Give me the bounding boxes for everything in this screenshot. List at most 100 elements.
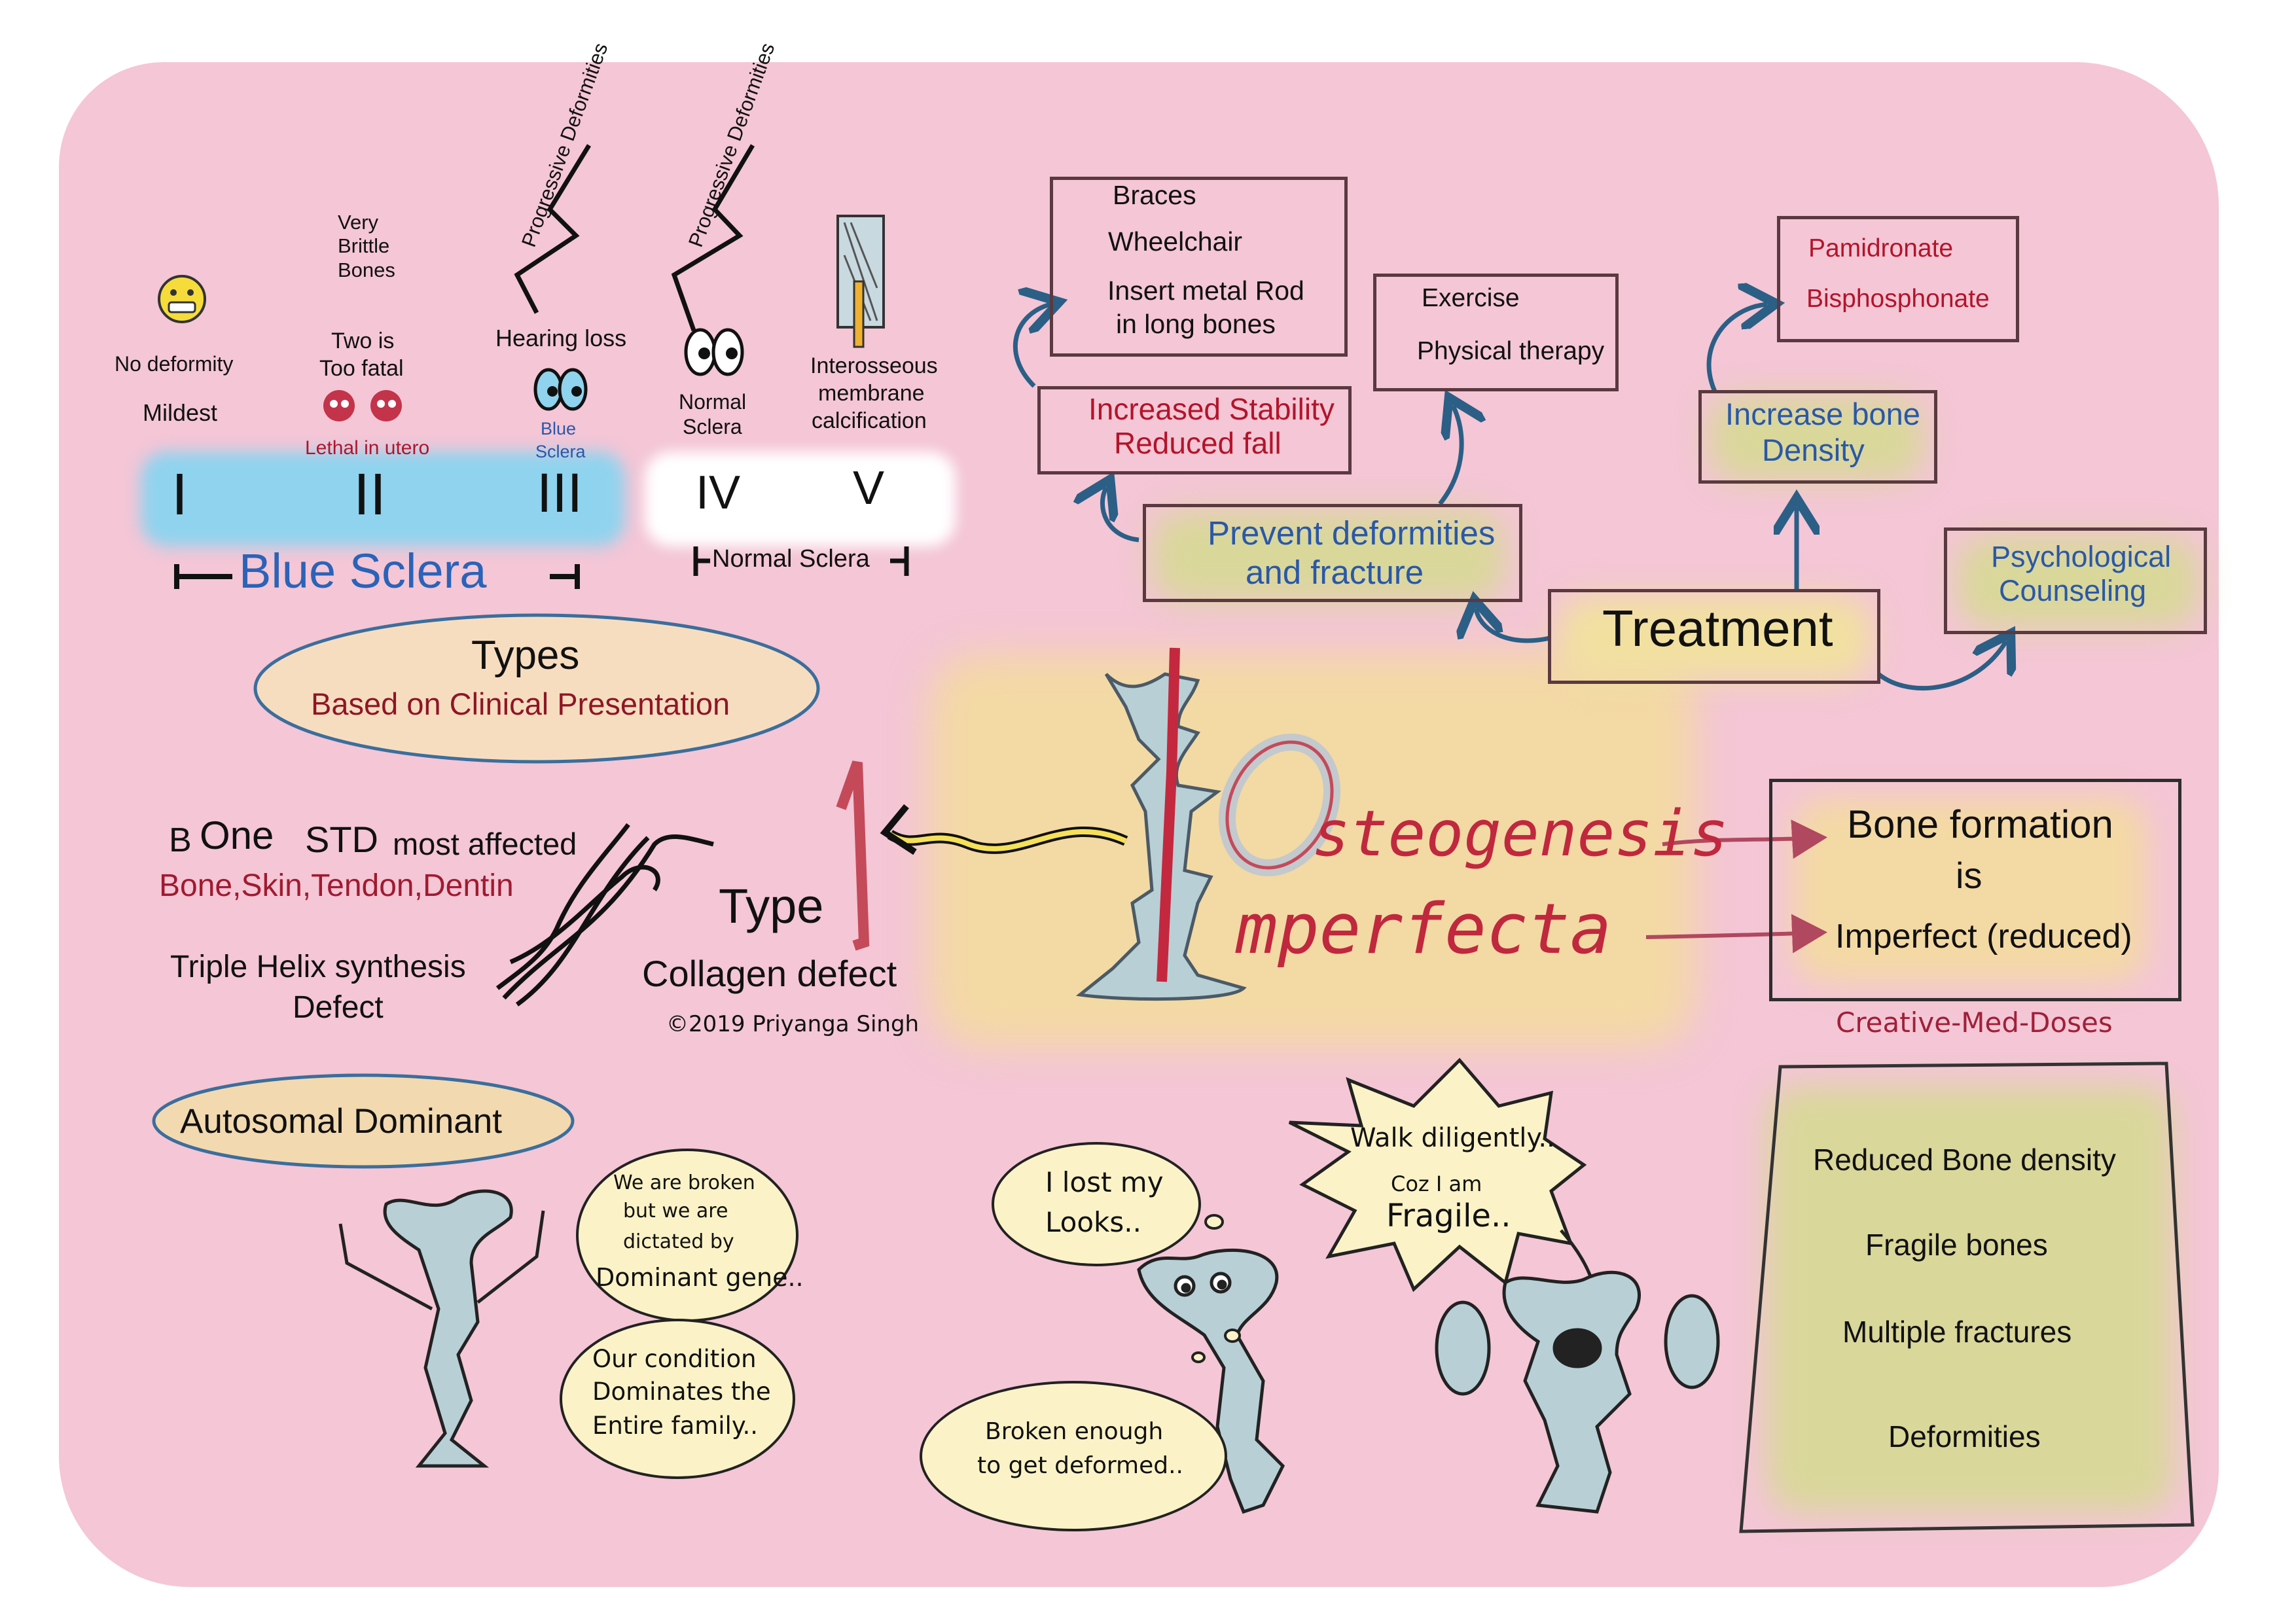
definition-line3: Imperfect (reduced) [1835, 918, 2132, 955]
aids-braces: Braces [1113, 180, 1196, 210]
density-line2: Density [1762, 433, 1865, 467]
type2-bones: Bones [338, 259, 395, 281]
prevent-line2: and fracture [1246, 554, 1424, 591]
thought1-line1: I lost my [1045, 1166, 1164, 1198]
feature-multiple-fractures: Multiple fractures [1842, 1315, 2072, 1349]
treatment-label: Treatment [1602, 599, 1833, 657]
shout-line2: Coz I am [1391, 1171, 1482, 1196]
aids-box [1050, 177, 1348, 357]
blue-sclera-bracket [174, 564, 580, 589]
type2-brittle: Brittle [338, 234, 390, 257]
speech-bubble-condition [560, 1319, 795, 1479]
collagen-type-label: Type [719, 879, 824, 933]
prevent-glow [1152, 510, 1505, 602]
skull-icon [323, 390, 402, 421]
numeral-I: I [171, 462, 188, 527]
collagen-b: B [169, 821, 192, 859]
deformity-zigzag-icon [514, 144, 591, 314]
feature-deformities: Deformities [1888, 1419, 2041, 1454]
shouting-bone-character [1435, 1270, 1720, 1514]
speech-bubble-broken [576, 1149, 798, 1322]
features-trapezoid [1739, 1061, 2195, 1533]
feature-fragile-bones: Fragile bones [1865, 1228, 2048, 1262]
exercise-box [1373, 274, 1619, 391]
autosomal-dominant-label: Autosomal Dominant [180, 1102, 502, 1141]
types-subtitle: Based on Clinical Presentation [311, 687, 730, 721]
triple-helix-icon [495, 823, 714, 1007]
numeral-IV: IV [696, 467, 741, 519]
type3-sclera: Sclera [535, 442, 586, 461]
grinning-face-icon [158, 275, 206, 323]
density-glow [1708, 396, 1924, 481]
type2-very: Very [338, 211, 379, 234]
collagen-tissues: Bone,Skin,Tendon,Dentin [159, 868, 514, 903]
type3-hearing-loss: Hearing loss [495, 325, 627, 351]
thought-dot [1204, 1214, 1224, 1230]
type5-membrane: membrane [818, 381, 925, 406]
thought-dot [1191, 1351, 1206, 1363]
arrow-density-drugs [1706, 304, 1767, 393]
collagen-helix1: Triple Helix synthesis [170, 950, 466, 984]
exercise-label: Exercise [1422, 284, 1520, 312]
bubble1-line4: Dominant gene.. [596, 1263, 804, 1292]
thought-bubble-looks [992, 1142, 1201, 1266]
copyright: ©2019 Priyanga Singh [666, 1011, 920, 1037]
definition-box [1769, 779, 2181, 1001]
type2-too-fatal: Too fatal [319, 356, 404, 381]
type4-sclera: Sclera [683, 415, 742, 438]
title-osteogenesis: steogenesis [1312, 797, 1729, 870]
title-imperfecta: mperfecta [1236, 889, 1612, 969]
psych-glow [1957, 537, 2199, 628]
prevent-line1: Prevent deformities [1208, 514, 1496, 552]
aids-rod: Insert metal Rod [1107, 276, 1304, 306]
aids-wheelchair: Wheelchair [1108, 226, 1243, 257]
density-box [1698, 390, 1937, 484]
white-eyes-icon [684, 328, 744, 376]
arrow-prevent-exercise [1438, 406, 1462, 506]
thought-bubble-deformed [920, 1381, 1227, 1531]
thought2-line1: Broken enough [985, 1418, 1164, 1445]
type5-calcification: calcification [812, 408, 927, 433]
definition-line1: Bone formation [1847, 802, 2113, 846]
definition-glow [1793, 798, 2147, 982]
type1-no-deformity: No deformity [115, 352, 234, 376]
deformity-zigzag-icon [671, 144, 755, 332]
type2-two-is: Two is [331, 329, 395, 353]
type1-mildest: Mildest [143, 399, 218, 426]
normal-sclera-bracket [693, 546, 909, 576]
bubble1-line2: but we are [623, 1200, 728, 1222]
shout-line3: Fragile.. [1386, 1198, 1511, 1234]
arrow-treatment-psych [1876, 641, 2006, 691]
arrow-prevent-stability [1102, 488, 1139, 543]
blue-sclera-band [141, 452, 625, 546]
drug-bisphosphonate: Bisphosphonate [1806, 285, 1990, 313]
stability-line1: Increased Stability [1088, 392, 1335, 426]
collagen-helix2: Defect [293, 990, 384, 1025]
thought1-line2: Looks.. [1045, 1206, 1141, 1238]
types-title: Types [471, 633, 580, 678]
bubble2-line3: Entire family.. [592, 1412, 758, 1440]
stability-box [1037, 386, 1352, 474]
thought-dot [1224, 1329, 1241, 1343]
psych-box [1944, 527, 2207, 634]
interosseous-bone-icon [836, 215, 885, 348]
shout-line1: Walk diligently.. [1350, 1123, 1555, 1153]
central-bone-icon [1075, 672, 1247, 1001]
type3-blue: Blue [541, 419, 577, 438]
thought2-line2: to get deformed.. [977, 1452, 1183, 1479]
bubble1-line1: We are broken [613, 1171, 755, 1194]
arrow-stability-aids [1013, 304, 1050, 388]
dancing-bone-character [338, 1189, 545, 1468]
worried-bone-character [1137, 1248, 1285, 1514]
density-line1: Increase bone [1725, 397, 1920, 431]
autosomal-ellipse [152, 1073, 575, 1169]
normal-sclera-label: Normal Sclera [712, 545, 870, 573]
numeral-V: V [853, 462, 885, 514]
definition-line2: is [1956, 855, 1982, 896]
types-ellipse [253, 613, 820, 764]
blue-eyes-icon [533, 368, 588, 411]
numeral-III: III [537, 462, 583, 524]
arrow-to-definition-1 [1662, 819, 1827, 859]
collagen-std: STD [305, 819, 378, 860]
